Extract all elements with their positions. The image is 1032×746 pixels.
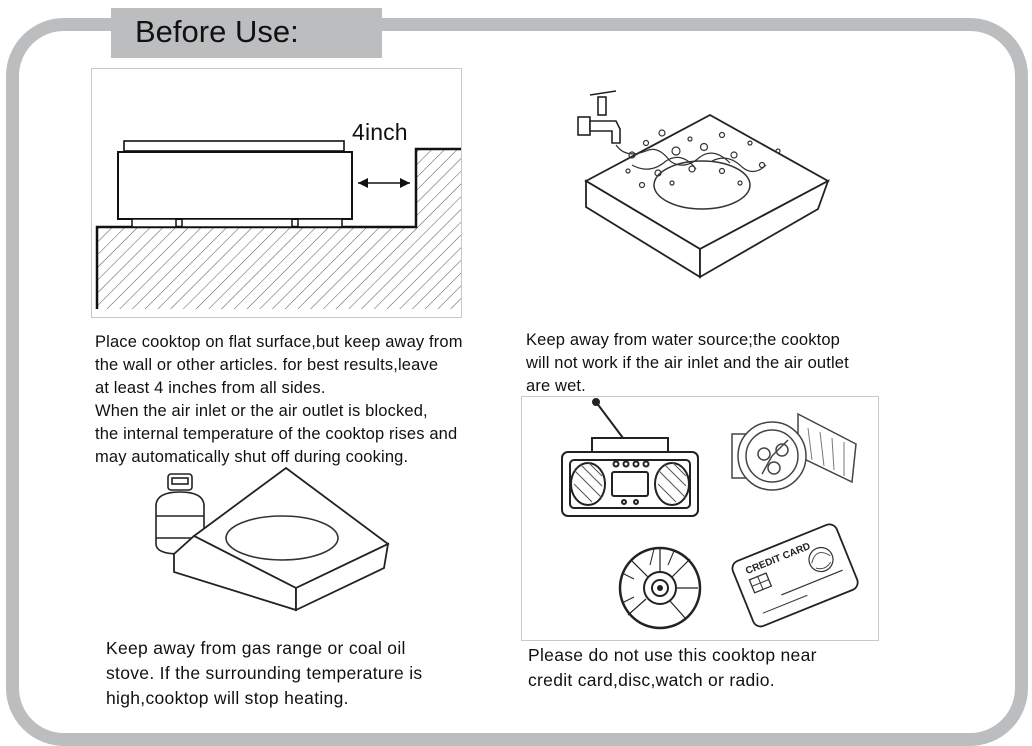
- disc-icon: [618, 546, 702, 630]
- gas-caption: Keep away from gas range or coal oil sto…: [106, 638, 423, 708]
- clearance-diagram-panel: [91, 68, 462, 318]
- radio-icon: [561, 398, 699, 517]
- clearance-caption: Place cooktop on flat surface,but keep a…: [95, 333, 463, 466]
- dimension-label: 4inch: [352, 119, 408, 145]
- title-tab: [111, 8, 382, 58]
- electronics-caption: Please do not use this cooktop near cred…: [528, 645, 817, 690]
- gas-illustration: [155, 466, 390, 612]
- watch-icon: [731, 412, 857, 491]
- credit-card-icon: CREDIT CARD: [731, 523, 859, 628]
- page-title: Before Use:: [135, 14, 299, 49]
- clearance-diagram: [95, 140, 461, 309]
- faucet-icon: [577, 90, 621, 144]
- water-illustration: [577, 90, 830, 279]
- water-caption: Keep away from water source;the cooktop …: [526, 331, 849, 395]
